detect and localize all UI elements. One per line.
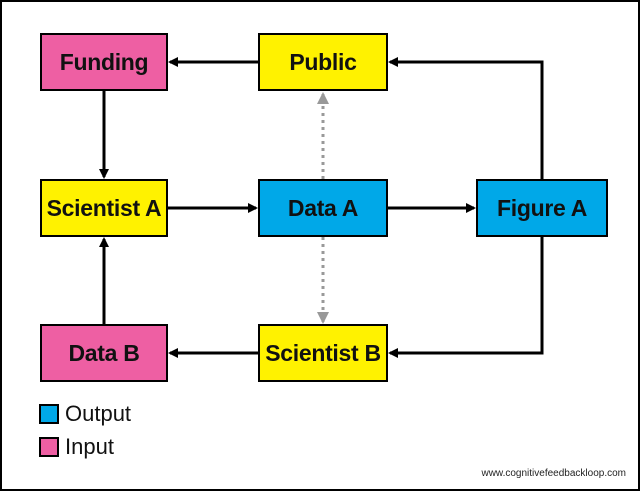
- footer-credit: www.cognitivefeedbackloop.com: [481, 468, 626, 479]
- legend-label-output: Output: [65, 401, 132, 426]
- node-scientist-b: Scientist B: [258, 324, 388, 382]
- node-data-a: Data A: [258, 179, 388, 237]
- node-public: Public: [258, 33, 388, 91]
- legend-item-input: Input: [39, 434, 114, 460]
- arrow-figure-a-to-public: [388, 57, 544, 179]
- node-funding: Funding: [40, 33, 168, 91]
- legend-swatch-output: [39, 404, 59, 424]
- arrow-figure-a-to-scientist-b: [388, 237, 544, 358]
- node-data-b: Data B: [40, 324, 168, 382]
- legend-swatch-input: [39, 437, 59, 457]
- legend-item-output: Output: [39, 401, 131, 427]
- node-figure-a: Figure A: [476, 179, 608, 237]
- node-scientist-a: Scientist A: [40, 179, 168, 237]
- legend-label-input: Input: [65, 434, 114, 459]
